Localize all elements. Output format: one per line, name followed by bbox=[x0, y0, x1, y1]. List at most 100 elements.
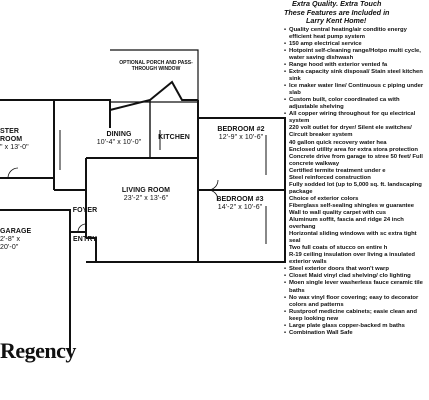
feature-item: •Fully sodded lot (up to 5,000 sq. ft. l… bbox=[284, 181, 422, 196]
bullet-icon: • bbox=[284, 195, 287, 202]
bullet-icon: • bbox=[284, 210, 287, 216]
feature-item: •Rustproof medicine cabinets; easie clea… bbox=[284, 308, 417, 323]
bullet-icon: • bbox=[284, 202, 287, 209]
feature-item: •Moen single lever washerless fauce cera… bbox=[284, 280, 423, 294]
bullet-icon: • bbox=[284, 217, 287, 224]
feature-text: Fully sodded lot (up to 5,000 sq. ft. la… bbox=[289, 181, 422, 195]
bullet-icon: • bbox=[284, 83, 287, 90]
dining-room-name: DINING bbox=[106, 131, 132, 138]
feature-item: •Ice maker water line/ Continuous c pipi… bbox=[284, 83, 423, 97]
feature-item: •Steel exterior doors that won't warp bbox=[284, 266, 400, 273]
bullet-icon: • bbox=[284, 26, 287, 33]
feature-item: •Certified termite treatment under e bbox=[284, 168, 400, 175]
kitchen-label: KITCHEN bbox=[150, 134, 198, 142]
living-room-name: LIVING ROOM bbox=[121, 187, 171, 194]
feature-text: Custom built, color coordinated ca with … bbox=[289, 97, 400, 111]
feature-text: R-19 ceiling insulation over living a in… bbox=[289, 252, 416, 266]
living-room-label: LIVING ROOM 23'-2" x 13'-6" bbox=[96, 187, 196, 203]
feature-item: •Aluminum soffit, fascia and ridge 24 in… bbox=[284, 217, 404, 231]
feature-item: •Horizontal sliding windows with sc extr… bbox=[284, 231, 417, 245]
feature-text: 150 amp electrical service bbox=[289, 40, 362, 47]
bullet-icon: • bbox=[284, 273, 287, 280]
bullet-icon: • bbox=[284, 174, 287, 181]
bullet-icon: • bbox=[284, 111, 287, 118]
garage-label: GARAGE 2'-8" x 20'-0" bbox=[0, 228, 40, 252]
bullet-icon: • bbox=[284, 266, 287, 273]
foyer-label: FOYER bbox=[70, 207, 100, 215]
master-bedroom-label: STER ROOM " x 13'-0" bbox=[0, 128, 34, 152]
entry-label: ENTRY bbox=[70, 236, 100, 244]
feature-text: Steel reinforced construction bbox=[289, 174, 371, 181]
feature-item: •Extra capacity sink disposal/ Stain ste… bbox=[284, 69, 423, 83]
optional-porch-note: OPTIONAL PORCH AND PASS-THROUGH WINDOW bbox=[119, 60, 193, 72]
feature-text: Fiberglass self-sealing shingles w guara… bbox=[289, 202, 415, 209]
bullet-icon: • bbox=[284, 40, 287, 47]
feature-item: •Quality central heating/air conditio en… bbox=[284, 26, 407, 41]
feature-text: Ice maker water line/ Continuous c pipin… bbox=[289, 83, 424, 97]
bullet-icon: • bbox=[284, 139, 287, 146]
feature-item: •Steel reinforced construction bbox=[284, 175, 400, 182]
bullet-icon: • bbox=[284, 146, 287, 153]
feature-text: Two full coats of stucco on entire h bbox=[289, 245, 388, 252]
model-name: Regency bbox=[0, 338, 76, 363]
feature-text: Horizontal sliding windows with sc extra… bbox=[289, 231, 417, 245]
bullet-icon: • bbox=[284, 294, 287, 301]
features-header-line-3: Larry Kent Home! bbox=[306, 16, 367, 26]
bullet-icon: • bbox=[284, 181, 287, 188]
bullet-icon: • bbox=[284, 308, 287, 315]
features-panel: Extra Quality. Extra Touch These Feature… bbox=[284, 0, 423, 400]
bedroom-3-label: BEDROOM #3 14'-2" x 10'-6" bbox=[204, 196, 276, 212]
feature-text: 220 volt outlet for dryer/ Silent ele sw… bbox=[289, 125, 412, 139]
bedroom-3-dim: 14'-2" x 10'-6" bbox=[217, 204, 263, 211]
feature-item: •Combination Wall Safe bbox=[284, 330, 400, 337]
feature-text: Large plate glass copper-backed m baths bbox=[289, 322, 405, 329]
feature-item: •Fiberglass self-sealing shingles w guar… bbox=[284, 202, 414, 210]
feature-item: •220 volt outlet for dryer/ Silent ele s… bbox=[284, 125, 412, 139]
bedroom-2-dim: 12'-9" x 10'-6" bbox=[218, 134, 264, 141]
feature-text: Extra capacity sink disposal/ Stain stee… bbox=[289, 69, 423, 83]
feature-text: Moen single lever washerless fauce ceram… bbox=[289, 280, 423, 294]
garage-dim: 2'-8" x 20'-0" bbox=[0, 236, 21, 251]
feature-text: No wax vinyl floor covering; easy to dec… bbox=[289, 294, 419, 308]
feature-item: •Custom built, color coordinated ca with… bbox=[284, 97, 400, 111]
feature-item: •All copper wiring throughout for qu ele… bbox=[284, 111, 415, 125]
bullet-icon: • bbox=[284, 329, 287, 336]
feature-item: •Range hood with exterior vented fa bbox=[284, 62, 400, 69]
feature-text: Rustproof medicine cabinets; easie clean… bbox=[289, 308, 417, 322]
feature-text: Concrete drive from garage to stree 50 f… bbox=[289, 153, 423, 167]
feature-item: •Two full coats of stucco on entire h bbox=[284, 245, 400, 252]
features-header-line-2: These Features are Included in bbox=[284, 7, 390, 17]
foyer-name: FOYER bbox=[72, 207, 98, 214]
entry-name: ENTRY bbox=[73, 236, 97, 243]
bullet-icon: • bbox=[284, 231, 287, 238]
feature-text: Choice of exterior colors bbox=[289, 195, 359, 202]
master-bedroom-name: STER ROOM bbox=[0, 128, 23, 143]
bullet-icon: • bbox=[284, 62, 287, 69]
feature-text: Steel exterior doors that won't warp bbox=[289, 266, 389, 273]
feature-item: •Wall to wall quality carpet with cus bbox=[284, 210, 400, 217]
feature-item: •R-19 ceiling insulation over living a i… bbox=[284, 252, 415, 266]
dining-room-label: DINING 10'-4" x 10'-0" bbox=[90, 131, 148, 147]
features-header-line-1: Extra Quality. Extra Touch bbox=[292, 0, 382, 8]
bedroom-3-name: BEDROOM #3 bbox=[216, 196, 264, 203]
feature-item: •40 gallon quick recovery water hea bbox=[284, 140, 400, 147]
kitchen-name: KITCHEN bbox=[158, 134, 190, 141]
feature-text: All copper wiring throughout for qu elec… bbox=[289, 111, 416, 125]
feature-item: •Enclosed utility area for extra stora p… bbox=[284, 146, 418, 154]
floor-plan: OPTIONAL PORCH AND PASS-THROUGH WINDOW S… bbox=[0, 49, 286, 363]
bullet-icon: • bbox=[284, 47, 287, 54]
feature-text: Hotpoint self-cleaning range/Hotpo multi… bbox=[289, 47, 421, 61]
feature-item: •Hotpoint self-cleaning range/Hotpo mult… bbox=[284, 47, 421, 62]
bedroom-2-name: BEDROOM #2 bbox=[217, 126, 265, 133]
bullet-icon: • bbox=[284, 252, 287, 259]
feature-text: Wall to wall quality carpet with cus bbox=[289, 210, 386, 216]
bullet-icon: • bbox=[284, 125, 287, 132]
feature-text: Closet Maid vinyl clad shelving/ clo lig… bbox=[289, 273, 411, 280]
feature-item: •150 amp electrical service bbox=[284, 41, 400, 48]
feature-text: Combination Wall Safe bbox=[289, 329, 353, 336]
bullet-icon: • bbox=[284, 167, 287, 174]
bedroom-2-label: BEDROOM #2 12'-9" x 10'-6" bbox=[200, 126, 282, 142]
feature-item: •Closet Maid vinyl clad shelving/ clo li… bbox=[284, 273, 411, 280]
feature-text: Quality central heating/air conditio ene… bbox=[289, 26, 407, 40]
features-list: •Quality central heating/air conditio en… bbox=[284, 26, 423, 337]
